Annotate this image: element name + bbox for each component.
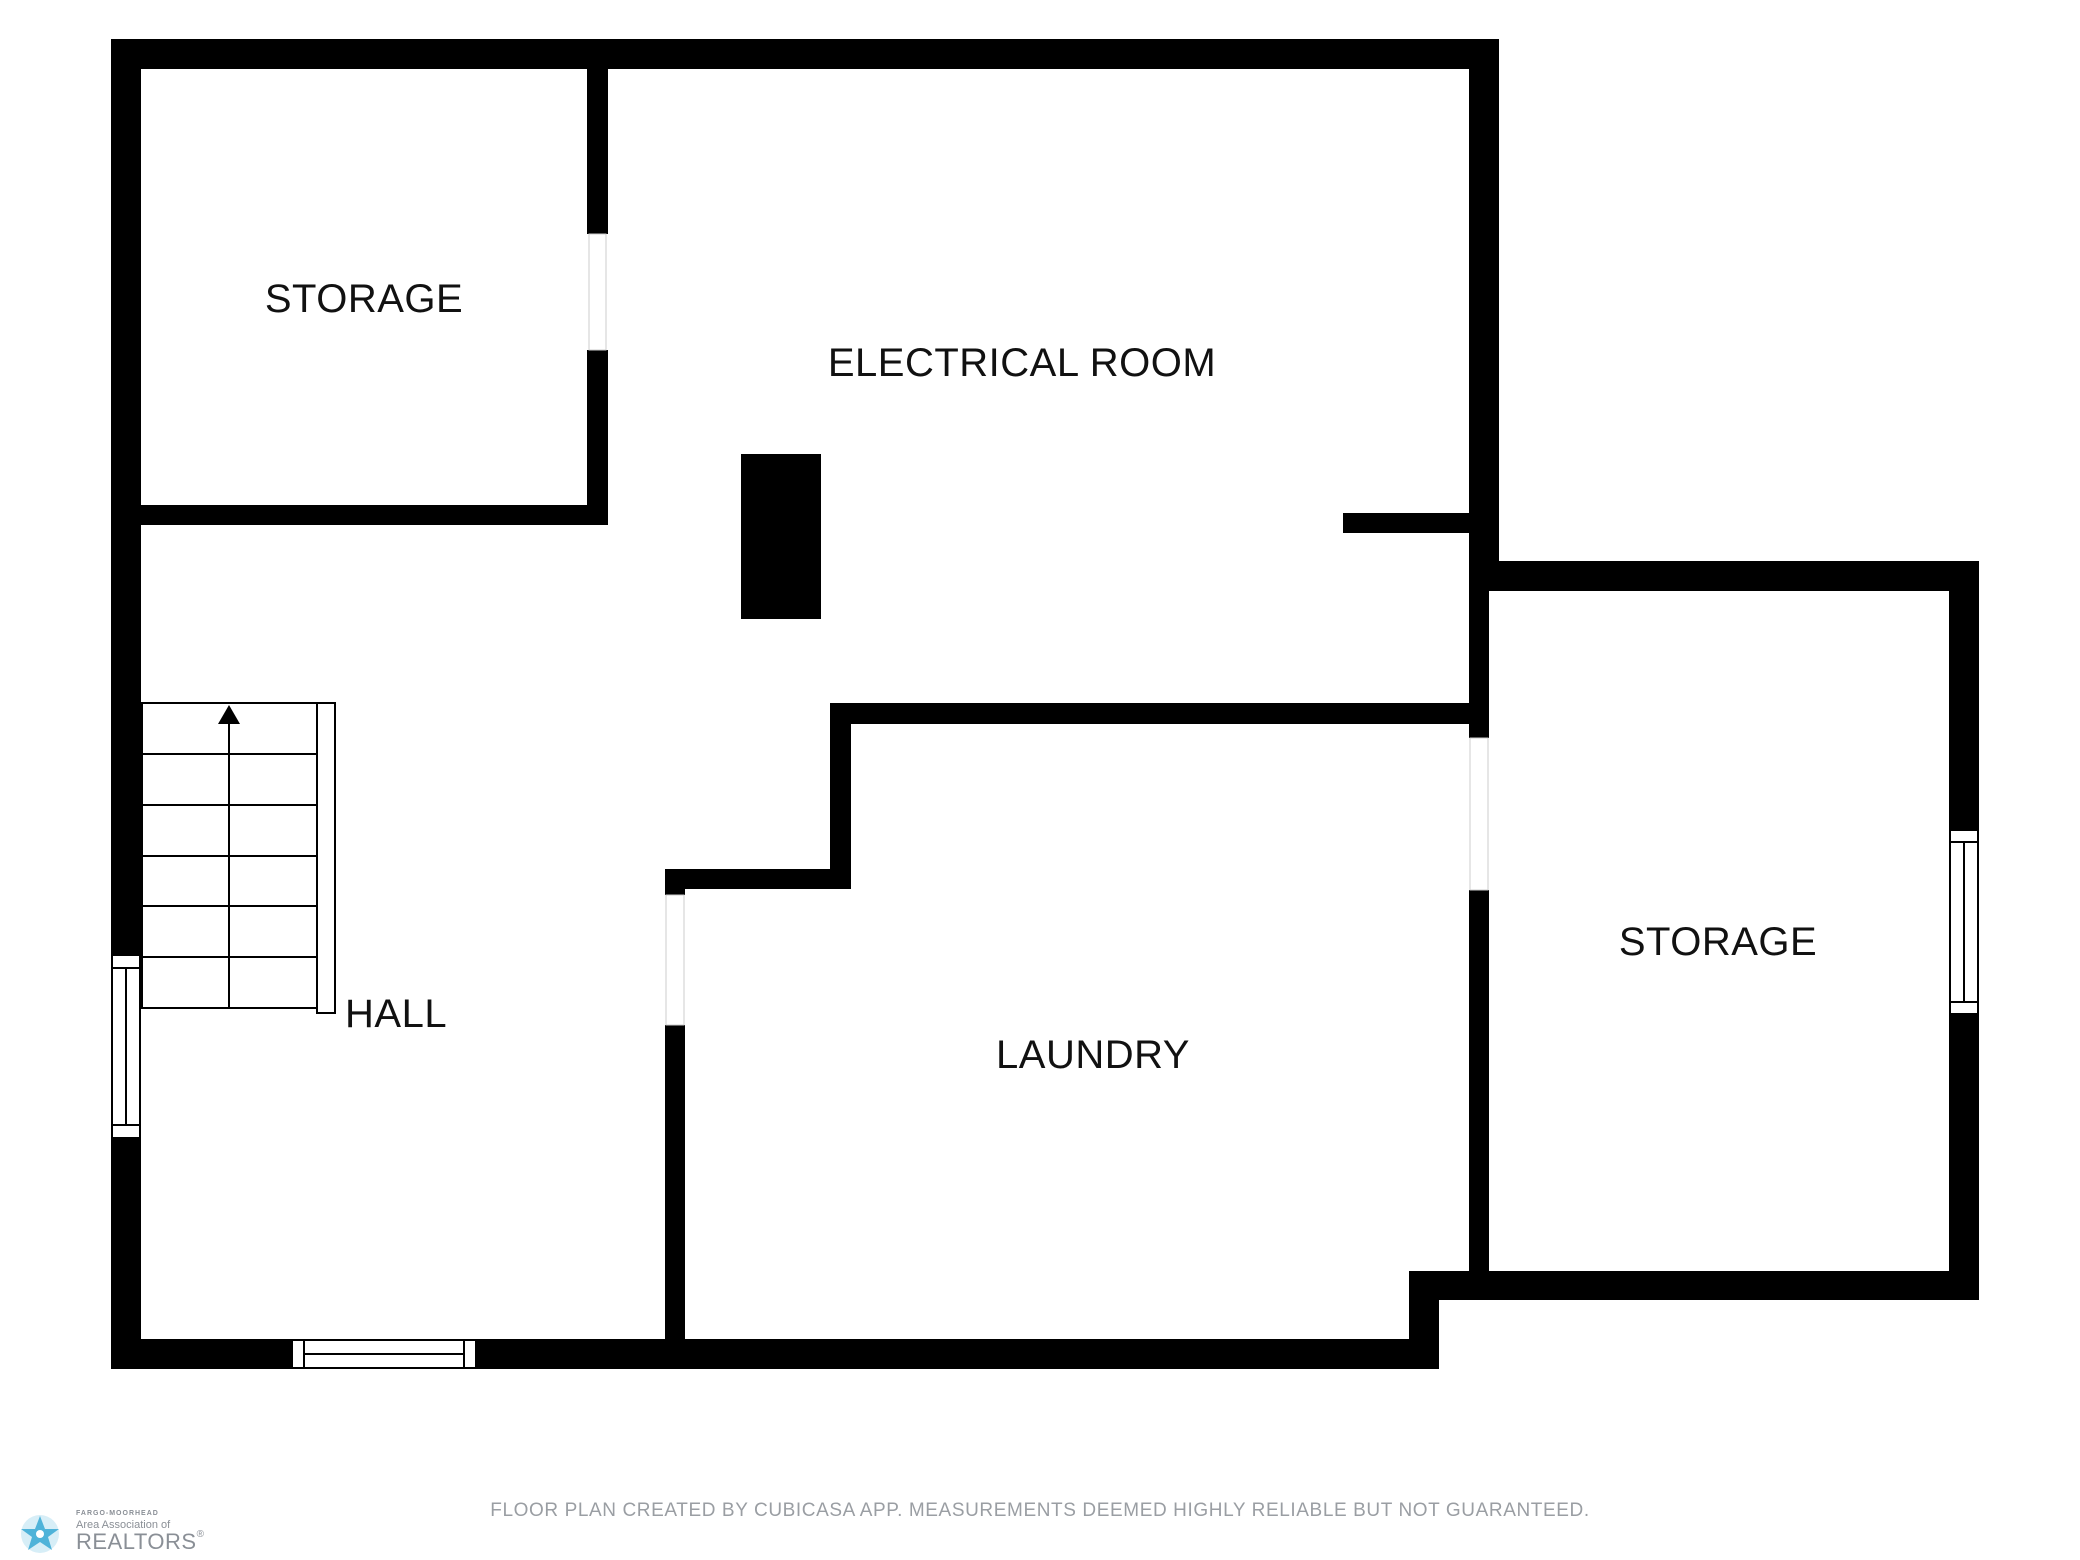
realtors-logo: FARGO-MOORHEAD Area Association of REALT… — [16, 1510, 206, 1554]
wall-laundry-top — [830, 703, 1489, 724]
door-openings — [588, 233, 1489, 1026]
electrical-column — [741, 454, 821, 619]
wall-laundry-notch-horiz — [665, 869, 851, 889]
label-laundry: LAUNDRY — [996, 1033, 1190, 1077]
room-labels: STORAGE ELECTRICAL ROOM HALL LAUNDRY STO… — [265, 277, 1817, 1077]
logo-middle-line: Area Association of — [76, 1519, 171, 1531]
wall-laundry-west-top — [665, 869, 685, 895]
door-storage-right — [1469, 737, 1489, 891]
wall-storage-tl-east-lower — [587, 350, 608, 525]
wall-electrical-stub — [1343, 513, 1499, 533]
wall-laundry-notch-vert — [830, 703, 851, 889]
stair-rail — [316, 702, 336, 1014]
door-storage-tl — [588, 233, 607, 351]
label-storage-top-left: STORAGE — [265, 277, 463, 321]
wall-storage-right-bottom — [1409, 1271, 1979, 1300]
windows — [111, 829, 1979, 1369]
walls — [111, 39, 1979, 1369]
footer-disclaimer: FLOOR PLAN CREATED BY CUBICASA APP. MEAS… — [490, 1500, 1590, 1521]
staircase — [141, 702, 336, 1014]
wall-top — [111, 39, 1499, 69]
wall-east-partition-lower — [1469, 890, 1489, 1300]
wall-electrical-right — [1469, 39, 1499, 561]
logo-top-line: FARGO-MOORHEAD — [76, 1510, 159, 1517]
wall-left — [111, 39, 141, 1369]
wall-east-partition-upper — [1469, 533, 1489, 738]
wall-laundry-west — [665, 1025, 685, 1369]
logo-registered-mark: ® — [196, 1529, 205, 1540]
stair-arrow-icon — [218, 705, 240, 724]
logo-realtors: REALTORS — [76, 1529, 197, 1554]
door-laundry-west — [665, 894, 685, 1026]
wall-storage-right-top — [1469, 561, 1979, 591]
logo-main-text: REALTORS® — [76, 1529, 204, 1555]
wall-storage-tl-south — [111, 505, 608, 525]
label-storage-right: STORAGE — [1619, 920, 1817, 964]
label-hall: HALL — [345, 992, 447, 1036]
label-electrical-room: ELECTRICAL ROOM — [828, 341, 1216, 385]
starfish-logo-icon — [21, 1515, 59, 1553]
wall-storage-tl-east — [587, 39, 608, 234]
